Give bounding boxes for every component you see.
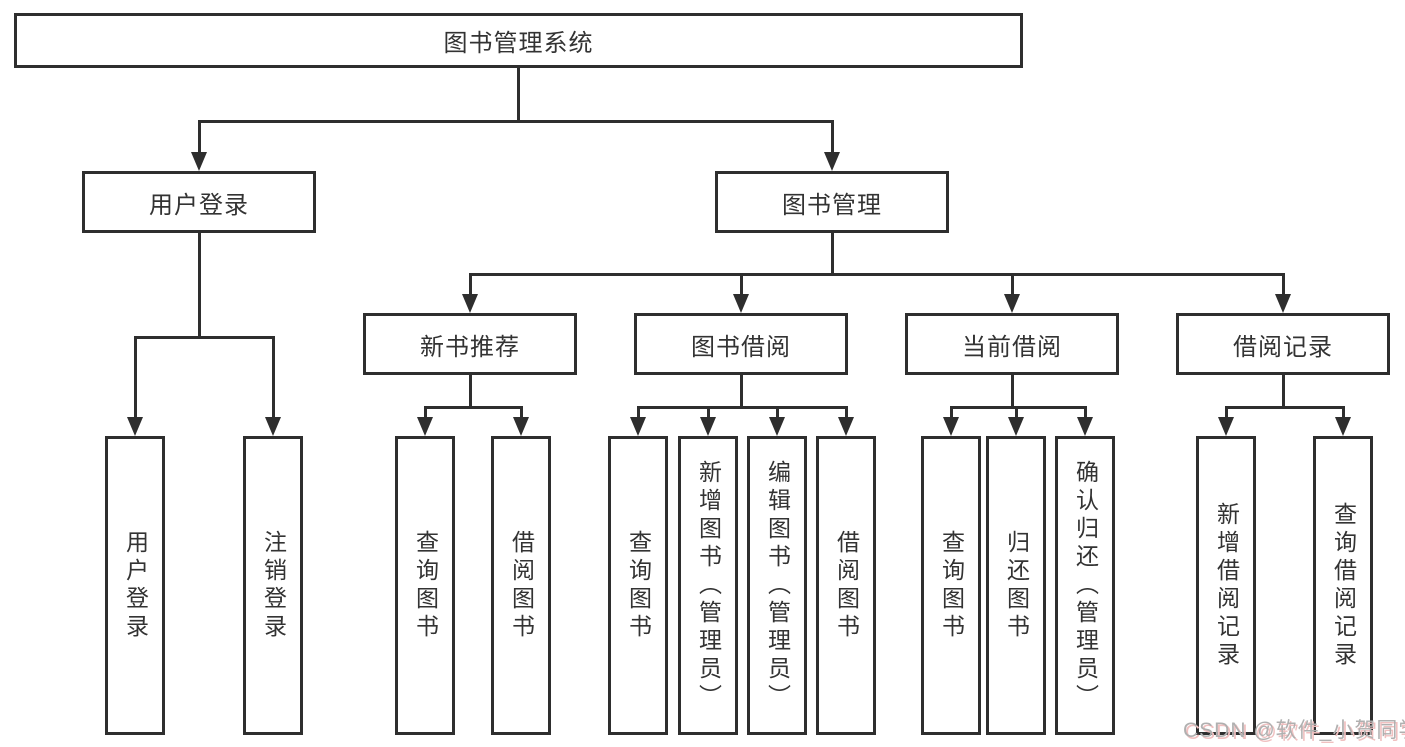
arrowhead-down-icon	[943, 417, 959, 436]
node-leaf-confirm-return-admin: 确认归还（管理员）	[1055, 436, 1115, 735]
connector-section1-stem	[469, 375, 472, 406]
connector-section4-drop-2	[1342, 406, 1345, 419]
node-leaf-confirm-return-admin-label: 确认归还（管理员）	[1072, 459, 1099, 712]
connector-root-drop-right	[831, 120, 834, 153]
node-section-book-borrowing-label: 图书借阅	[691, 333, 791, 361]
node-root-label: 图书管理系统	[443, 30, 594, 57]
connector-userlogin-stem	[198, 233, 201, 336]
connector-bookmgmt-drop-2	[740, 273, 743, 295]
node-section-current-borrowing-label: 当前借阅	[962, 333, 1062, 361]
node-leaf-query-books-3: 查询图书	[921, 436, 981, 735]
arrowhead-down-icon	[462, 294, 478, 313]
node-leaf-return-book: 归还图书	[986, 436, 1046, 735]
connector-section3-bar	[950, 406, 1086, 409]
connector-section3-drop-2	[1015, 406, 1018, 419]
csdn-watermark: CSDN @软件_小贺同学	[1183, 719, 1405, 742]
arrowhead-down-icon	[1077, 417, 1093, 436]
arrowhead-down-icon	[127, 417, 143, 436]
node-leaf-borrow-books-2: 借阅图书	[816, 436, 876, 735]
connector-section4-stem	[1282, 375, 1285, 406]
arrowhead-down-icon	[824, 152, 840, 171]
connector-section3-drop-3	[1084, 406, 1087, 419]
node-branch-user-login: 用户登录	[82, 171, 316, 233]
node-leaf-edit-book-admin: 编辑图书（管理员）	[747, 436, 807, 735]
node-leaf-add-borrow-record-label: 新增借阅记录	[1213, 501, 1240, 670]
connector-section2-drop-3	[776, 406, 779, 419]
connector-section3-drop-1	[950, 406, 953, 419]
connector-root-stem	[517, 68, 520, 120]
arrowhead-down-icon	[513, 417, 529, 436]
connector-bookmgmt-drop-1	[469, 273, 472, 295]
arrowhead-down-icon	[1335, 417, 1351, 436]
node-leaf-query-borrow-record: 查询借阅记录	[1313, 436, 1373, 735]
node-section-borrow-records-label: 借阅记录	[1233, 333, 1333, 361]
arrowhead-down-icon	[1218, 417, 1234, 436]
connector-bookmgmt-drop-3	[1011, 273, 1014, 295]
node-leaf-borrow-books-1: 借阅图书	[491, 436, 551, 735]
node-branch-book-management-label: 图书管理	[782, 191, 882, 219]
connector-section1-drop-1	[424, 406, 427, 419]
connector-section3-stem	[1011, 375, 1014, 406]
connector-section2-stem	[740, 375, 743, 406]
arrowhead-down-icon	[1275, 294, 1291, 313]
connector-section2-drop-4	[845, 406, 848, 419]
node-leaf-edit-book-admin-label: 编辑图书（管理员）	[764, 459, 791, 712]
node-root: 图书管理系统	[14, 13, 1023, 68]
node-branch-book-management: 图书管理	[715, 171, 949, 233]
node-leaf-query-books-1: 查询图书	[395, 436, 455, 735]
arrowhead-down-icon	[191, 152, 207, 171]
node-leaf-query-borrow-record-label: 查询借阅记录	[1330, 501, 1357, 670]
node-leaf-logout: 注销登录	[243, 436, 303, 735]
node-section-new-book-recommend-label: 新书推荐	[420, 333, 520, 361]
arrowhead-down-icon	[630, 417, 646, 436]
node-section-new-book-recommend: 新书推荐	[363, 313, 577, 375]
arrowhead-down-icon	[1004, 294, 1020, 313]
node-section-borrow-records: 借阅记录	[1176, 313, 1390, 375]
node-leaf-query-books-2-label: 查询图书	[625, 529, 652, 642]
connector-userlogin-drop-1	[134, 336, 137, 419]
node-branch-user-login-label: 用户登录	[149, 191, 249, 219]
connector-userlogin-bar	[134, 336, 274, 339]
node-section-current-borrowing: 当前借阅	[905, 313, 1119, 375]
connector-section1-drop-2	[520, 406, 523, 419]
connector-section1-bar	[424, 406, 522, 409]
arrowhead-down-icon	[700, 417, 716, 436]
connector-section2-drop-1	[637, 406, 640, 419]
connector-userlogin-drop-2	[272, 336, 275, 419]
node-leaf-borrow-books-2-label: 借阅图书	[833, 529, 860, 642]
node-leaf-add-borrow-record: 新增借阅记录	[1196, 436, 1256, 735]
arrowhead-down-icon	[733, 294, 749, 313]
arrowhead-down-icon	[265, 417, 281, 436]
arrowhead-down-icon	[838, 417, 854, 436]
node-leaf-query-books-2: 查询图书	[608, 436, 668, 735]
connector-root-bar	[198, 120, 834, 123]
connector-section2-drop-2	[707, 406, 710, 419]
connector-section4-drop-1	[1225, 406, 1228, 419]
node-leaf-add-book-admin: 新增图书（管理员）	[678, 436, 738, 735]
node-leaf-borrow-books-1-label: 借阅图书	[508, 529, 535, 642]
node-leaf-user-login: 用户登录	[105, 436, 165, 735]
connector-bookmgmt-drop-4	[1282, 273, 1285, 295]
node-leaf-user-login-label: 用户登录	[122, 529, 149, 642]
node-leaf-query-books-3-label: 查询图书	[938, 529, 965, 642]
arrowhead-down-icon	[769, 417, 785, 436]
node-section-book-borrowing: 图书借阅	[634, 313, 848, 375]
arrowhead-down-icon	[417, 417, 433, 436]
connector-bookmgmt-stem	[831, 233, 834, 273]
connector-section2-bar	[637, 406, 847, 409]
node-leaf-add-book-admin-label: 新增图书（管理员）	[695, 459, 722, 712]
node-leaf-logout-label: 注销登录	[260, 529, 287, 642]
connector-section4-bar	[1225, 406, 1344, 409]
connector-root-drop-left	[198, 120, 201, 153]
node-leaf-query-books-1-label: 查询图书	[412, 529, 439, 642]
connector-bookmgmt-bar	[469, 273, 1285, 276]
arrowhead-down-icon	[1008, 417, 1024, 436]
node-leaf-return-book-label: 归还图书	[1003, 529, 1030, 642]
